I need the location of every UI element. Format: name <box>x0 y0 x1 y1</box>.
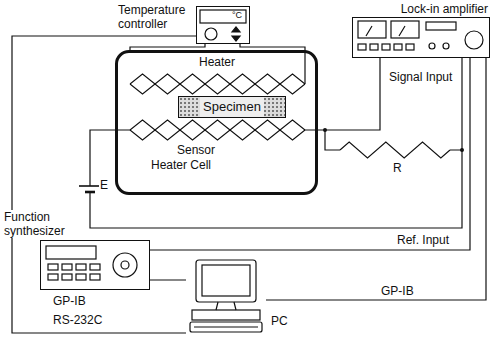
button <box>370 44 378 50</box>
bus-label: RS-232C <box>52 313 103 327</box>
loop-wire <box>90 150 462 228</box>
sensor-coil <box>130 120 305 140</box>
heater-coil <box>130 74 305 94</box>
heater-coil <box>130 74 305 94</box>
resistor-symbol <box>340 142 450 158</box>
wires <box>79 44 462 228</box>
wire <box>12 36 196 333</box>
knob <box>443 43 449 49</box>
function-synthesizer: Function synthesizer <box>40 240 150 290</box>
knob <box>465 31 483 49</box>
bus-label: Ref. Input <box>396 233 450 247</box>
heater-cell: Heater Cell Specimen <box>115 50 318 195</box>
wire <box>266 58 486 300</box>
button <box>358 44 366 50</box>
battery-plate <box>79 185 101 187</box>
knob <box>121 261 129 269</box>
key <box>62 274 72 280</box>
node-heading: Function synthesizer <box>3 210 79 238</box>
key <box>48 274 58 280</box>
wire <box>150 58 470 250</box>
battery-plate <box>85 191 95 194</box>
key <box>76 274 86 280</box>
node-heading: Temperature controller <box>117 3 195 31</box>
meter <box>391 21 419 38</box>
key <box>90 274 100 280</box>
screen <box>202 265 250 296</box>
meter-needle <box>366 26 405 36</box>
knob <box>429 43 435 49</box>
button <box>382 44 390 50</box>
panel <box>426 22 456 30</box>
bus-label: GP-IB <box>52 294 87 308</box>
knob <box>205 28 217 40</box>
node-label: Specimen <box>200 97 264 117</box>
keyboard-keys <box>194 326 258 327</box>
monitor-stand <box>216 302 236 310</box>
key <box>90 264 100 270</box>
key <box>76 264 86 270</box>
display <box>200 10 246 23</box>
node-heading: Lock-in amplifier <box>347 2 489 16</box>
knob <box>113 253 137 277</box>
battery-label: E <box>99 178 109 192</box>
signal-wire <box>461 58 462 150</box>
key <box>48 264 58 270</box>
sensor-wire <box>305 130 340 150</box>
part-name: Sensor <box>176 143 216 157</box>
node-heading: Heater Cell <box>150 158 212 172</box>
wire <box>150 279 186 280</box>
part-name: Heater <box>198 55 236 69</box>
signal-wire <box>325 58 380 130</box>
meter <box>358 21 386 38</box>
button <box>406 44 414 50</box>
up-down-buttons <box>232 27 240 41</box>
coils <box>130 74 450 158</box>
monitor <box>196 260 256 302</box>
lock-in-amplifier: Lock-in amplifier <box>352 17 490 58</box>
button <box>394 44 402 50</box>
resistor-label: R <box>392 161 403 175</box>
bus-label: GP-IB <box>380 284 415 298</box>
computer-base <box>192 310 260 320</box>
unit-label: °C <box>231 10 243 21</box>
pc: PC <box>186 258 266 336</box>
signal-name: Signal Input <box>388 70 453 84</box>
junction-dot <box>323 128 327 132</box>
keyboard <box>190 322 262 332</box>
sensor-coil <box>130 120 305 140</box>
key <box>62 264 72 270</box>
junction-dot <box>460 148 464 152</box>
display <box>46 246 96 259</box>
devices <box>46 10 483 332</box>
sensor-wire <box>90 130 130 186</box>
node-heading: PC <box>270 314 289 328</box>
specimen-box: Specimen <box>178 96 286 118</box>
